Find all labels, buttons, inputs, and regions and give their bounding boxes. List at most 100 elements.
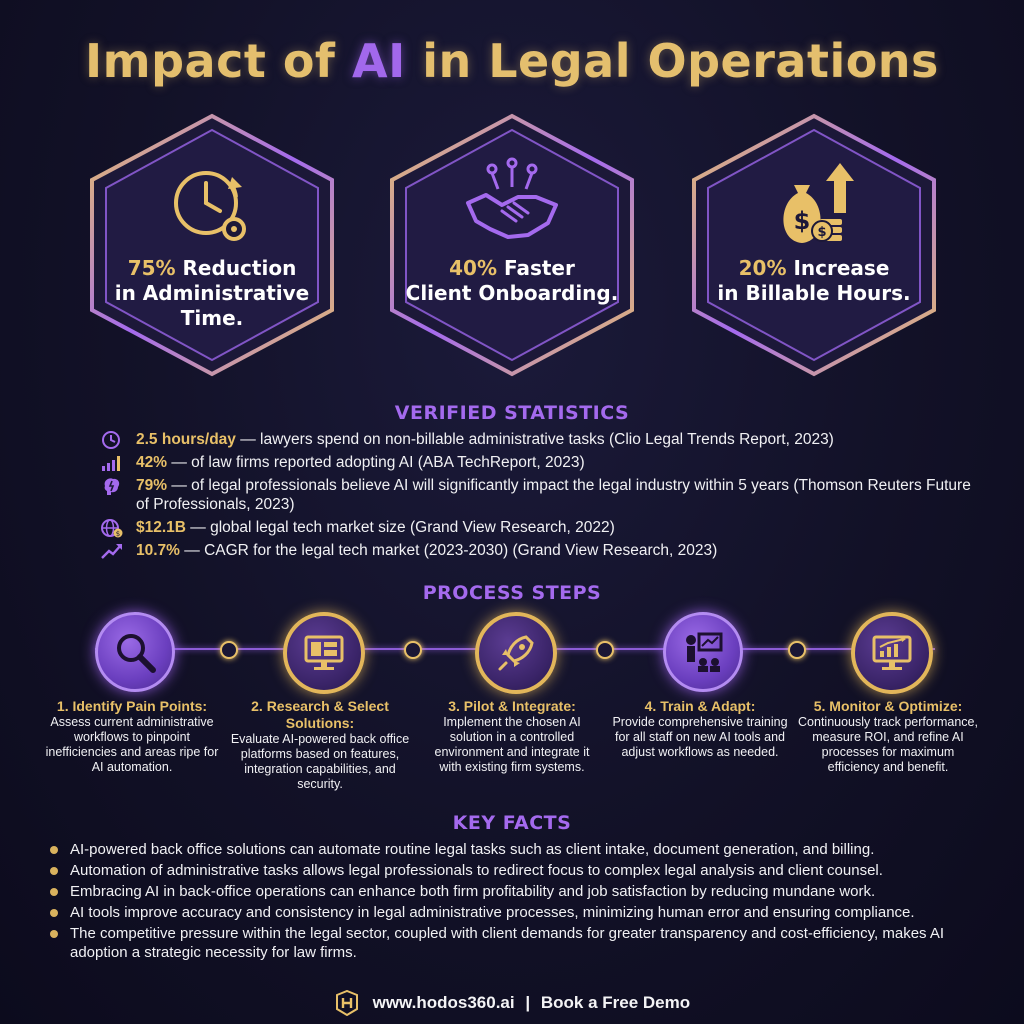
stat-card-line2: in Billable Hours.: [717, 281, 911, 305]
bullet-icon: [50, 867, 58, 875]
stat-text: — of law firms reported adopting AI (ABA…: [167, 454, 585, 471]
key-fact-item: Automation of administrative tasks allow…: [50, 861, 1000, 880]
key-facts-heading: KEY FACTS: [452, 812, 572, 834]
step-title: 4. Train & Adapt:: [644, 698, 756, 714]
bullet-icon: [50, 930, 58, 938]
step-title: 3. Pilot & Integrate:: [448, 698, 576, 714]
stat-card-line1: Faster: [503, 256, 575, 280]
stat-card-admin-time: 75% Reduction in Administrative Time.: [82, 110, 342, 380]
page-title: Impact of AI in Legal Operations: [0, 34, 1024, 88]
book-demo-link[interactable]: Book a Free Demo: [540, 993, 691, 1012]
verified-statistics-heading: VERIFIED STATISTICS: [394, 402, 630, 424]
monitor-chart-icon: [872, 635, 912, 670]
stat-text: — lawyers spend on non-billable administ…: [235, 431, 834, 448]
title-prefix: Impact of: [85, 34, 336, 88]
process-steps-heading: PROCESS STEPS: [422, 582, 602, 604]
step-5-circle: [851, 612, 933, 694]
website-link[interactable]: www.hodos360.ai: [372, 993, 515, 1012]
stat-item: 2.5 hours/day — lawyers spend on non-bil…: [100, 430, 980, 449]
handshake-icon: [466, 157, 558, 239]
title-suffix: in Legal Operations: [422, 34, 939, 88]
svg-text:$: $: [794, 207, 811, 235]
key-fact-text: AI-powered back office solutions can aut…: [70, 841, 875, 858]
step-description: Implement the chosen AI solution in a co…: [434, 715, 590, 774]
stat-card-percent: 75%: [127, 256, 176, 280]
stat-card-text: 20% Increase in Billable Hours.: [704, 256, 924, 306]
brain-icon: [104, 478, 120, 495]
timeline-dot: [596, 641, 614, 659]
step-4-text: 4. Train & Adapt: Provide comprehensive …: [610, 698, 790, 760]
stat-item: 79% — of legal professionals believe AI …: [100, 476, 980, 514]
key-fact-item: Embracing AI in back-office operations c…: [50, 882, 1000, 901]
stat-value: 42%: [136, 454, 168, 471]
svg-text:$: $: [116, 530, 120, 538]
stat-item: 10.7% — CAGR for the legal tech market (…: [100, 541, 980, 560]
stat-value: 79%: [136, 477, 168, 494]
stat-card-percent: 20%: [738, 256, 787, 280]
clock-gear-icon: [174, 171, 246, 241]
stat-card-line2: Client Onboarding.: [405, 281, 619, 305]
svg-text:$: $: [817, 225, 826, 240]
stat-item: $ $12.1B — global legal tech market size…: [100, 518, 980, 538]
hexagon-frame: [692, 113, 936, 377]
stat-card-text: 75% Reduction in Administrative Time.: [102, 256, 322, 331]
step-4-circle: [663, 612, 743, 692]
timeline-dot: [220, 641, 238, 659]
stat-value: 2.5 hours/day: [136, 431, 236, 448]
hexagon-frame: [390, 113, 634, 377]
key-facts-list: AI-powered back office solutions can aut…: [50, 840, 1000, 964]
key-fact-text: AI tools improve accuracy and consistenc…: [70, 904, 915, 921]
title-ai: AI: [351, 34, 406, 88]
stat-card-text: 40% Faster Client Onboarding.: [402, 256, 622, 306]
step-description: Assess current administrative workflows …: [45, 715, 219, 774]
monitor-dashboard-icon: [304, 635, 344, 670]
key-fact-text: The competitive pressure within the lega…: [70, 925, 945, 961]
globe-dollar-icon: $: [101, 519, 123, 538]
timeline-dot: [788, 641, 806, 659]
stat-item: 42% — of law firms reported adopting AI …: [100, 453, 980, 472]
key-fact-item: The competitive pressure within the lega…: [50, 924, 1000, 962]
stat-card-line1: Reduction: [182, 256, 297, 280]
step-title: 5. Monitor & Optimize:: [813, 698, 963, 714]
stat-card-percent: 40%: [449, 256, 497, 280]
step-description: Provide comprehensive training for all s…: [612, 715, 788, 759]
presentation-icon: [686, 632, 723, 672]
bullet-icon: [50, 909, 58, 917]
step-description: Evaluate AI-powered back office platform…: [230, 732, 410, 791]
trend-up-icon: [101, 544, 122, 559]
key-fact-item: AI-powered back office solutions can aut…: [50, 840, 1000, 859]
stat-card-line1: Increase: [793, 256, 890, 280]
step-3-circle: [475, 612, 557, 694]
step-3-text: 3. Pilot & Integrate: Implement the chos…: [422, 698, 602, 775]
timeline-dot: [404, 641, 422, 659]
key-fact-text: Automation of administrative tasks allow…: [70, 862, 883, 879]
step-title: 1. Identify Pain Points:: [56, 698, 208, 714]
bullet-icon: [50, 888, 58, 896]
stat-card-line3: Time.: [180, 306, 244, 330]
step-1-circle: [95, 612, 175, 692]
footer: www.hodos360.ai | Book a Free Demo: [0, 990, 1024, 1016]
rocket-icon: [498, 635, 534, 671]
step-5-text: 5. Monitor & Optimize: Continuously trac…: [798, 698, 978, 775]
step-title: 2. Research & Select Solutions:: [251, 698, 389, 731]
step-1-text: 1. Identify Pain Points: Assess current …: [42, 698, 222, 775]
stat-text: — global legal tech market size (Grand V…: [185, 519, 615, 536]
hexagon-frame: [90, 113, 334, 377]
key-fact-item: AI tools improve accuracy and consistenc…: [50, 903, 1000, 922]
magnifier-icon: [117, 634, 156, 673]
step-2-text: 2. Research & Select Solutions: Evaluate…: [230, 698, 410, 792]
money-bag-growth-icon: $ $: [783, 163, 854, 243]
stat-value: 10.7%: [136, 542, 180, 559]
clock-icon: [102, 431, 120, 449]
key-fact-text: Embracing AI in back-office operations c…: [70, 883, 876, 900]
bullet-icon: [50, 846, 58, 854]
stat-card-line2: in Administrative: [114, 281, 310, 305]
brand-logo-icon: [335, 990, 358, 1016]
step-description: Continuously track performance, measure …: [798, 715, 978, 774]
stat-text: — CAGR for the legal tech market (2023-2…: [179, 542, 718, 559]
stat-text: — of legal professionals believe AI will…: [136, 477, 971, 513]
stat-card-billable-hours: $ $ 20% Increase in Billable Hours.: [684, 110, 944, 380]
stat-card-onboarding: 40% Faster Client Onboarding.: [382, 110, 642, 380]
step-2-circle: [283, 612, 365, 694]
bar-chart-icon: [102, 456, 120, 471]
